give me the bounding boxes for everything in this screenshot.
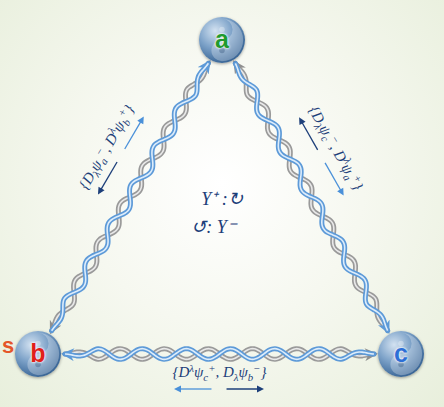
wavy-strand-core <box>52 63 209 330</box>
wavy-strand-core <box>65 349 374 360</box>
node-letter: b <box>30 341 45 366</box>
arrow-head <box>337 187 347 197</box>
arrow-shaft <box>124 122 140 149</box>
label-glyph: ψ <box>194 364 203 380</box>
label-glyph: , <box>215 364 219 380</box>
label-glyph: D <box>178 364 189 380</box>
node-sphere: a <box>199 17 245 63</box>
wavy-strand <box>52 63 209 330</box>
label-glyph: λ <box>234 371 239 383</box>
wavy-connector <box>52 63 209 330</box>
edge-label: {Dλψc+, Dλψb−} <box>172 362 266 384</box>
label-glyph: c <box>203 371 208 383</box>
wavy-strand-core <box>52 63 209 330</box>
arrow-shaft <box>302 122 318 149</box>
label-glyph: λ <box>189 362 194 374</box>
cropped-letter: s <box>2 334 14 358</box>
wavy-strand-core <box>235 63 387 330</box>
wavy-connector <box>65 349 374 360</box>
arrow-head <box>95 187 105 197</box>
wavy-strand <box>65 349 374 360</box>
arrow-head <box>258 385 265 392</box>
arrow-head <box>296 115 306 125</box>
edge-label-box: {Dλψa−, Dλψb+} <box>74 101 149 199</box>
label-glyph: D <box>223 364 234 380</box>
edge-label-box: {Dλψc+, Dλψb−} <box>172 362 266 394</box>
node-sphere: b <box>15 331 61 377</box>
node-letter: a <box>215 27 229 52</box>
arrow-head <box>174 385 181 392</box>
wavy-strand <box>52 63 209 330</box>
wavy-strand <box>235 63 387 330</box>
yin-yang-half <box>390 333 422 375</box>
arrow-shaft <box>180 388 211 389</box>
arrow-shaft <box>325 162 341 189</box>
arrow-shaft <box>227 388 258 389</box>
edge-label-box: {Dλψc−, Dλψa+} <box>294 102 368 199</box>
label-glyph: − <box>253 362 260 374</box>
label-glyph: b <box>248 371 253 383</box>
direction-arrows <box>172 384 266 394</box>
yin-yang-half <box>27 333 59 375</box>
label-glyph: { <box>172 364 178 380</box>
label-glyph: } <box>349 179 366 192</box>
node-sphere: c <box>378 331 424 377</box>
arrow-head <box>137 115 147 125</box>
label-glyph <box>219 364 223 380</box>
yin-yang-half <box>211 19 243 61</box>
wavy-strand-core <box>235 63 387 330</box>
wavy-strand <box>65 349 374 360</box>
hypercharge-label: ↺: Y⁻ <box>191 218 237 238</box>
label-glyph: } <box>261 364 267 380</box>
wavy-strand <box>235 63 387 330</box>
wavy-strand-core <box>65 349 374 360</box>
hypercharge-label: Y⁺ :↻ <box>201 190 243 210</box>
node-letter: c <box>394 341 408 366</box>
arrow-shaft <box>101 162 117 189</box>
wavy-connector <box>235 63 387 330</box>
label-glyph: + <box>208 362 215 374</box>
label-glyph: ψ <box>238 364 247 380</box>
